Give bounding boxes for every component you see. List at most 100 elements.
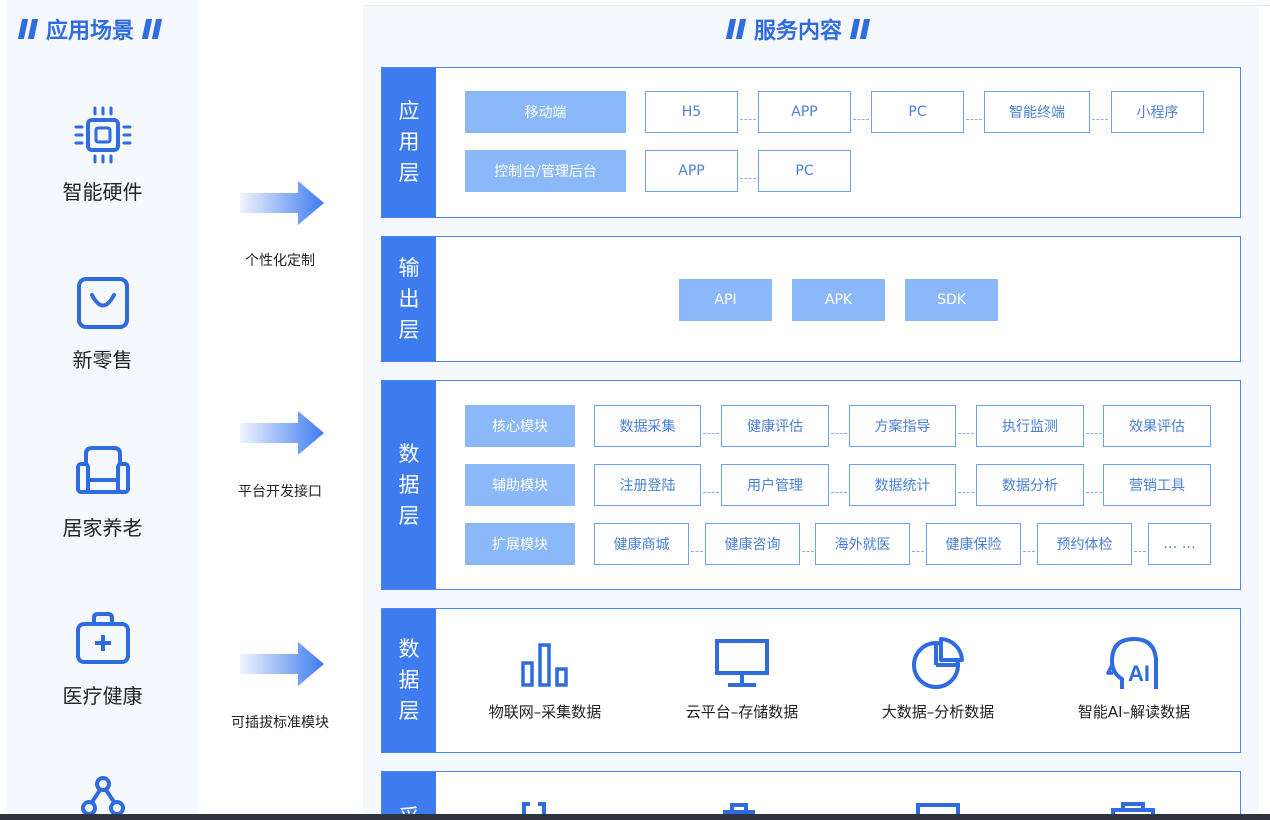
connector	[966, 119, 982, 121]
item-box: 方案指导	[849, 405, 956, 447]
data-capability-iot: 物联网–采集数据	[445, 635, 645, 722]
scenario-new-retail: 新零售	[7, 268, 198, 373]
bracket-icon	[522, 802, 546, 814]
output-box: APK	[792, 279, 885, 321]
arrow-label: 个性化定制	[245, 253, 315, 269]
row-head-extension: 扩展模块	[465, 523, 575, 565]
pie-chart-icon	[912, 637, 964, 689]
arrow-right-icon	[240, 411, 324, 455]
layer-tag: 数 据 层	[382, 609, 436, 752]
item-box: PC	[758, 150, 851, 192]
item-box: 注册登陆	[594, 464, 701, 506]
item-box: 效果评估	[1103, 405, 1211, 447]
item-box: 健康保险	[926, 523, 1021, 565]
printer-icon	[723, 803, 755, 814]
item-box: 预约体检	[1037, 523, 1132, 565]
screen-icon	[916, 803, 960, 814]
data-capability-cloud: 云平台–存储数据	[642, 635, 842, 722]
data-capability-ai: AI 智能AI–解读数据	[1034, 635, 1234, 722]
row-head-core: 核心模块	[465, 405, 575, 447]
data-capability-layer: 数 据 层 物联网–采集数据 云平台–存储数据 大数据–分析数据	[381, 608, 1241, 753]
connector	[831, 492, 847, 494]
armchair-icon	[75, 446, 130, 494]
item-box: 海外就医	[815, 523, 910, 565]
layer-tag: 采	[382, 772, 436, 814]
connector	[958, 433, 974, 435]
arrow-right-icon	[240, 181, 324, 225]
bar-chart-icon	[521, 643, 568, 687]
item-box: 健康评估	[721, 405, 829, 447]
item-box: 营销工具	[1103, 464, 1211, 506]
title-bars-icon	[141, 19, 163, 39]
svg-text:AI: AI	[1128, 661, 1150, 686]
scenarios-title-text: 应用场景	[46, 19, 135, 44]
ai-head-icon: AI	[1106, 637, 1158, 689]
item-box: PC	[871, 91, 964, 133]
connector	[853, 119, 869, 121]
connector	[1023, 551, 1035, 553]
connector	[1086, 492, 1102, 494]
services-title-text: 服务内容	[754, 19, 843, 44]
item-box: APP	[645, 150, 738, 192]
connector	[912, 551, 924, 553]
scenario-smart-hardware: 智能硬件	[7, 100, 198, 205]
item-box: 健康咨询	[705, 523, 800, 565]
monitor-icon	[715, 639, 769, 687]
scenario-home-elderly-care: 居家养老	[7, 436, 198, 541]
shopping-bag-icon	[76, 277, 129, 329]
connector	[740, 178, 756, 180]
arrow-label: 可插拔标准模块	[231, 715, 329, 731]
data-capability-label: 大数据–分析数据	[881, 703, 995, 721]
item-box: H5	[645, 91, 738, 133]
connector	[802, 551, 814, 553]
data-module-layer: 数 据 层 核心模块 数据采集 健康评估 方案指导 执行监测 效果评估 辅助模块…	[381, 380, 1241, 590]
item-box: 执行监测	[976, 405, 1084, 447]
title-bars-icon	[725, 19, 747, 39]
scenario-medical-health: 医疗健康	[7, 604, 198, 709]
item-box: 数据采集	[594, 405, 701, 447]
scenario-label: 医疗健康	[62, 684, 143, 708]
data-capability-label: 物联网–采集数据	[488, 703, 602, 721]
output-box: SDK	[905, 279, 998, 321]
output-box: API	[679, 279, 772, 321]
device-icon	[1111, 802, 1155, 814]
item-box: 健康商城	[594, 523, 689, 565]
row-head-mobile: 移动端	[465, 91, 626, 133]
connector	[740, 119, 756, 121]
item-box: 数据分析	[976, 464, 1084, 506]
chip-icon	[74, 106, 131, 164]
title-bars-icon	[849, 19, 871, 39]
connector	[831, 433, 847, 435]
item-box: 智能终端	[984, 91, 1090, 133]
item-box: 小程序	[1111, 91, 1204, 133]
row-head-auxiliary: 辅助模块	[465, 464, 575, 506]
collection-layer: 采	[381, 771, 1241, 814]
arrow-label: 平台开发接口	[238, 484, 322, 500]
connector	[1134, 551, 1146, 553]
scenarios-title: 应用场景	[17, 13, 163, 45]
item-box: APP	[758, 91, 851, 133]
layer-tag: 应 用 层	[382, 68, 436, 217]
layer-tag: 输 出 层	[382, 237, 436, 361]
connector	[1086, 433, 1102, 435]
item-box: … …	[1148, 523, 1211, 565]
item-box: 数据统计	[849, 464, 956, 506]
data-capability-label: 云平台–存储数据	[685, 703, 799, 721]
scenario-label: 新零售	[72, 348, 133, 372]
scenario-network	[7, 772, 198, 814]
row-head-console: 控制台/管理后台	[465, 150, 626, 192]
top-divider	[363, 5, 1270, 6]
application-layer: 应 用 层 移动端 H5 APP PC 智能终端 小程序 控制台/管理后台 AP…	[381, 67, 1241, 218]
connector	[1092, 119, 1108, 121]
connector	[691, 551, 703, 553]
item-box: 用户管理	[721, 464, 829, 506]
services-title: 服务内容	[725, 13, 871, 45]
window-bottom-bar	[0, 814, 1270, 820]
connector	[703, 492, 719, 494]
arrow-right-icon	[240, 642, 324, 686]
data-capability-bigdata: 大数据–分析数据	[838, 635, 1038, 722]
data-capability-label: 智能AI–解读数据	[1077, 703, 1191, 721]
connector	[703, 433, 719, 435]
layer-tag: 数 据 层	[382, 381, 436, 589]
connector	[958, 492, 974, 494]
